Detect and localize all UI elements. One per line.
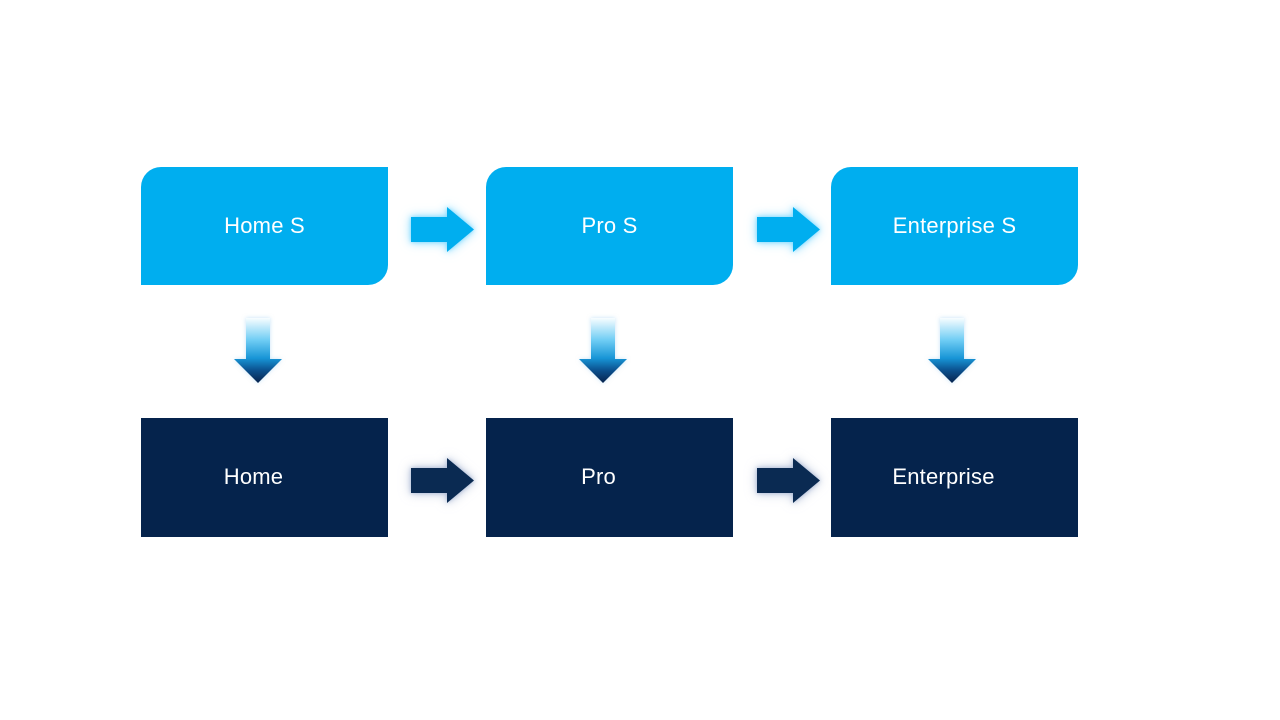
right-arrow-icon-pro-to-enterprise [757, 458, 820, 503]
down-arrow-icon-enterprise [928, 318, 976, 383]
box-label-pro: Pro [581, 464, 616, 490]
right-arrow-icon-pro-s-to-enterprise-s [757, 207, 820, 252]
down-arrow-icon-pro [579, 318, 627, 383]
process-box-home: Home [141, 418, 388, 537]
box-label-enterprise-s: Enterprise S [892, 212, 1017, 238]
process-box-home-s: Home S [141, 167, 388, 285]
box-label-pro-s: Pro S [581, 212, 638, 238]
process-box-pro: Pro [486, 418, 733, 537]
down-arrow-icon-home [234, 318, 282, 383]
process-box-enterprise-s: Enterprise S [831, 167, 1078, 285]
process-box-pro-s: Pro S [486, 167, 733, 285]
box-label-home: Home [223, 464, 284, 490]
box-label-home-s: Home S [224, 212, 305, 238]
process-box-enterprise: Enterprise [831, 418, 1078, 537]
right-arrow-icon-home-s-to-pro-s [411, 207, 474, 252]
box-label-enterprise: Enterprise [892, 464, 995, 490]
right-arrow-icon-home-to-pro [411, 458, 474, 503]
